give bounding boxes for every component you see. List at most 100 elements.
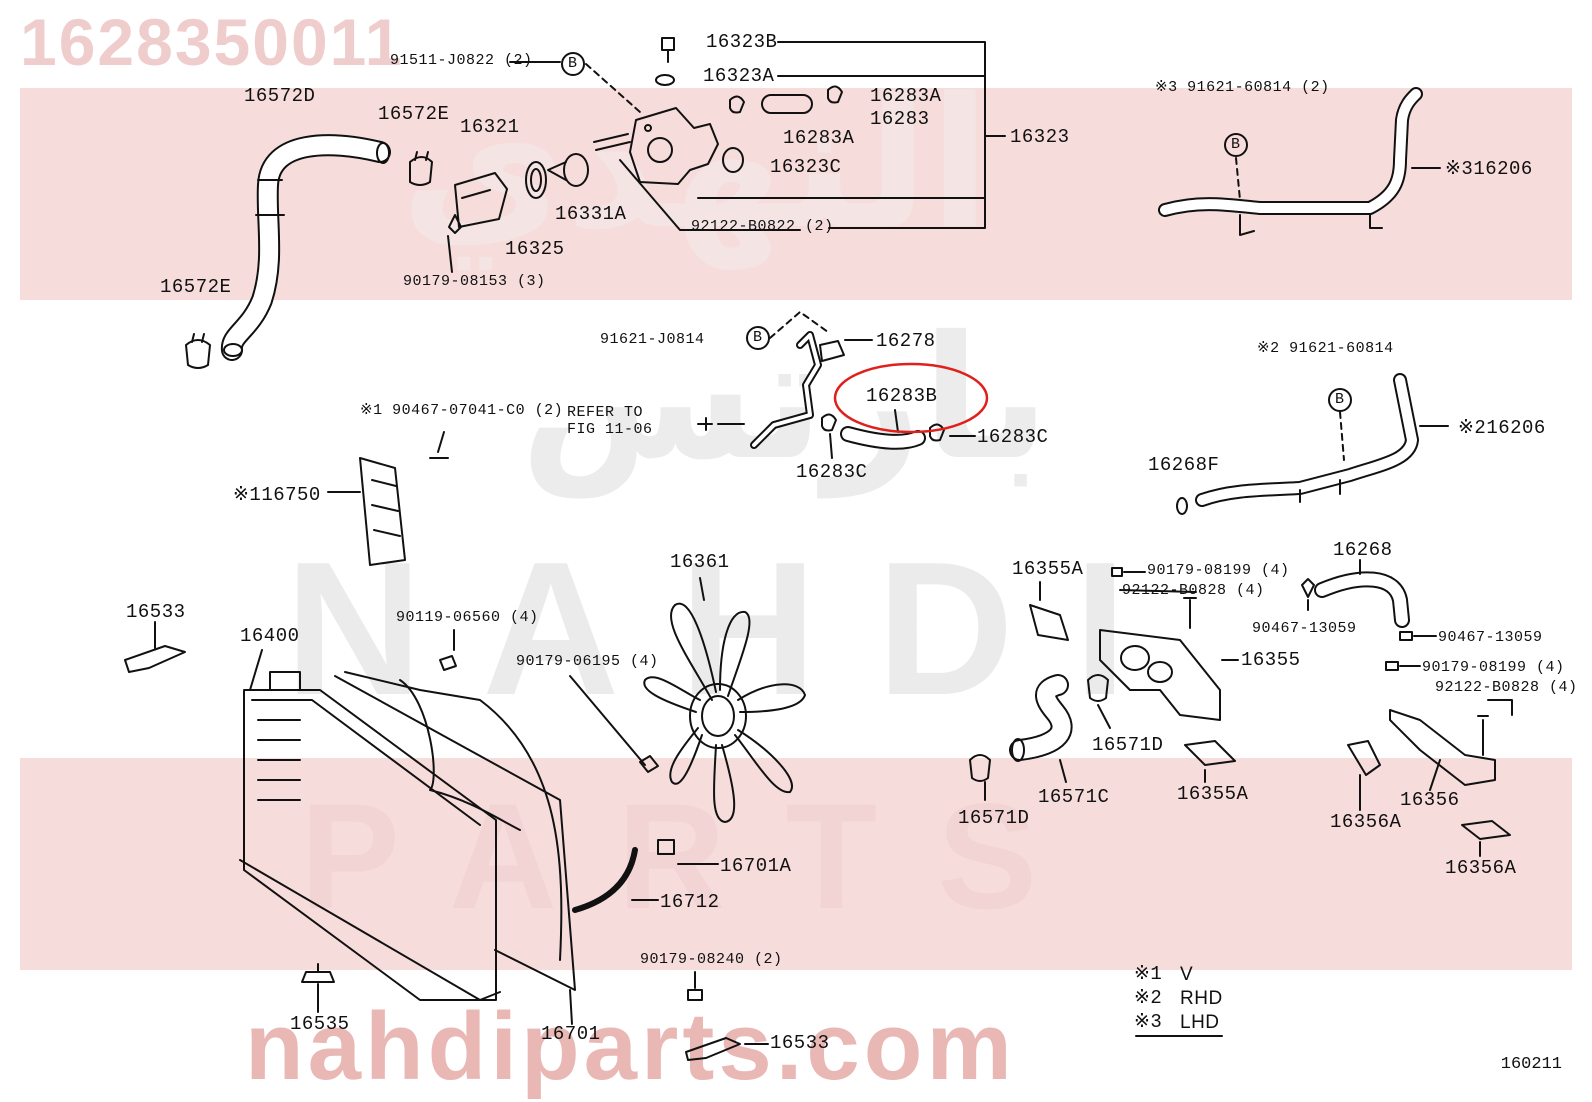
label-91621-j0814: 91621-J0814 [600, 331, 705, 348]
callout-b-label-1: B [568, 55, 578, 72]
label-16325: 16325 [505, 238, 565, 260]
label-90179-08199-left: 90179-08199 (4) [1147, 562, 1290, 579]
label-16572e-bottom: 16572E [160, 276, 232, 298]
water-inlet-housing-16323 [629, 107, 719, 185]
label-90119-06560: 90119-06560 (4) [396, 609, 539, 626]
label-90179-08153: 90179-08153 (3) [403, 273, 546, 290]
watermark-arabic-1: النهدي [400, 60, 991, 269]
clamp-16283c-left [821, 413, 837, 432]
label-90179-08240: 90179-08240 (2) [640, 951, 783, 968]
water-outlet-housing-16355 [1099, 629, 1221, 721]
water-bypass-pipe-rhd [1195, 373, 1419, 507]
gasket-16355a-bottom [1184, 740, 1236, 766]
bolt-refer-fig [697, 417, 713, 431]
callout-b-label-2: B [1231, 136, 1241, 153]
upper-radiator-hose [220, 134, 391, 361]
label-16278: 16278 [876, 330, 936, 352]
fan-16361 [643, 602, 806, 823]
label-16356a-right: 16356A [1445, 857, 1517, 879]
label-16283b: 16283B [866, 385, 938, 407]
legend-mark-2: ※2 [1134, 987, 1163, 1009]
shield-16750 [359, 457, 406, 566]
radiator-16400 [239, 671, 501, 1001]
clamp-16283a-right [827, 85, 843, 104]
label-16268: 16268 [1333, 539, 1393, 561]
label-16323c: 16323C [770, 156, 842, 178]
label-16572d: 16572D [244, 85, 316, 107]
hose-16268 [1314, 571, 1410, 628]
bracket-16533-left [124, 645, 186, 673]
o-ring-16268f [1176, 497, 1188, 515]
nut-90179-08199-right [1385, 661, 1399, 671]
washer-16323a [655, 74, 675, 86]
clamp-16571d-left [969, 754, 991, 782]
hose-16283b [840, 426, 926, 450]
legend-mark-3: ※3 [1134, 1011, 1163, 1033]
clip-90467-13059-left [1301, 578, 1315, 598]
gasket-16356a-left [1347, 740, 1381, 776]
label-16701: 16701 [541, 1023, 601, 1045]
label-rhd-16206: ※216206 [1458, 417, 1546, 439]
label-16701a: 16701A [720, 855, 792, 877]
label-90467-13059-right: 90467-13059 [1438, 629, 1543, 646]
label-16283a-top: 16283A [870, 85, 942, 107]
label-16283c-right: 16283C [977, 426, 1049, 448]
clip-90467-13059-right [1399, 631, 1413, 641]
legend-value-1: V [1180, 964, 1194, 985]
label-fig-11-06: FIG 11-06 [567, 421, 653, 438]
label-16323b: 16323B [706, 31, 778, 53]
label-16283: 16283 [870, 108, 930, 130]
label-16571c: 16571C [1038, 786, 1110, 808]
watermark-brand-top: NAHDI [285, 523, 1187, 735]
label-16268f: 16268F [1148, 454, 1220, 476]
label-16356: 16356 [1400, 789, 1460, 811]
water-bypass-pipe-16356 [1389, 709, 1496, 786]
clamp-16571d-right [1087, 674, 1109, 702]
label-16571d-left: 16571D [958, 807, 1030, 829]
watermark-site: nahdiparts.com [245, 993, 1016, 1100]
label-16712: 16712 [660, 891, 720, 913]
gasket-16355a-top [1029, 604, 1069, 641]
figure-number: 160211 [1500, 1055, 1562, 1074]
hose-16571c [1009, 674, 1073, 762]
hose-clamp-16572e-top [409, 151, 433, 186]
label-91511-j0822: 91511-J0822 (2) [390, 52, 533, 69]
callout-b-2 [1224, 133, 1248, 157]
nut-90179-08240 [687, 989, 703, 1001]
nut-90179-06195 [639, 755, 659, 773]
water-bypass-pipe-lhd [1158, 87, 1423, 236]
radiator-cap-16535 [301, 963, 335, 983]
hose-clamp-16572e-bottom [185, 333, 211, 369]
label-rhd-91621-60814: ※2 91621-60814 [1257, 340, 1394, 357]
clamp-16283c-right [929, 423, 945, 442]
label-16361: 16361 [670, 551, 730, 573]
label-16283a: 16283A [783, 127, 855, 149]
label-v-16750: ※116750 [233, 484, 321, 506]
legend-mark-1: ※1 [1134, 963, 1163, 985]
watermark-arabic-2: بارتس [520, 300, 1050, 498]
nut-90179-08153 [448, 214, 462, 234]
label-16533-left: 16533 [126, 601, 186, 623]
label-16323a: 16323A [703, 65, 775, 87]
bypass-hose-16283 [761, 94, 813, 114]
label-16283c-left: 16283C [796, 461, 868, 483]
label-16533-right: 16533 [770, 1032, 830, 1054]
label-90467-13059-left: 90467-13059 [1252, 620, 1357, 637]
gasket-16325 [525, 161, 547, 199]
label-16535: 16535 [290, 1013, 350, 1035]
label-16571d-right: 16571D [1092, 734, 1164, 756]
label-90179-06195: 90179-06195 (4) [516, 653, 659, 670]
watermark-part-number: 1628350011 [20, 5, 404, 79]
label-92122-b0828-right: 92122-B0828 (4) [1435, 679, 1578, 696]
label-92122-b0822: 92122-B0822 (2) [691, 218, 834, 235]
bolt-90119-06560 [439, 655, 457, 671]
gasket-16356a-right [1461, 820, 1511, 840]
callout-b-1 [561, 52, 585, 76]
watermark-brand-bottom: PARTS [300, 772, 1098, 940]
clamp-16283a-left [729, 95, 745, 114]
fan-shroud-16701 [334, 671, 576, 991]
label-16321: 16321 [460, 116, 520, 138]
callout-b-label-4: B [1335, 391, 1345, 408]
legend-value-3: LHD [1180, 1012, 1220, 1033]
